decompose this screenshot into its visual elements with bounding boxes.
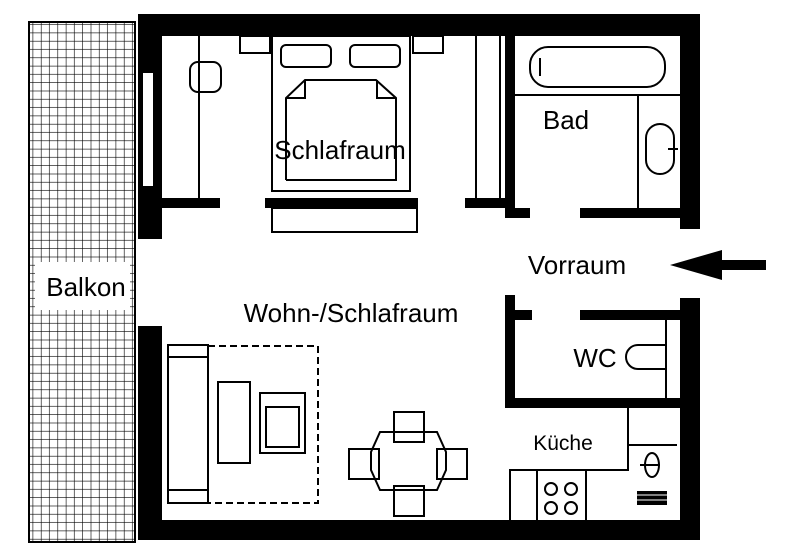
inner-walls	[160, 36, 680, 408]
kitchen-counter	[509, 408, 677, 520]
toilet-icon	[625, 320, 667, 398]
room-label-bedroom: Schlafraum	[274, 135, 406, 165]
bed-icon	[271, 35, 418, 233]
kitchen-sink-icon	[637, 452, 667, 505]
bathtub-icon	[529, 46, 666, 88]
room-label-balcony: Balkon	[46, 272, 126, 302]
coffee-table	[217, 381, 251, 464]
stove-icon	[544, 482, 578, 515]
armchair-icon	[259, 392, 306, 454]
balcony	[28, 21, 136, 543]
dining-table-icon	[348, 411, 468, 517]
room-label-toilet: WC	[573, 343, 616, 373]
room-label-kitchen: Küche	[533, 432, 593, 455]
sink-icon	[645, 123, 678, 175]
room-label-hallway: Vorraum	[528, 250, 626, 280]
sofa-icon	[167, 344, 209, 504]
wardrobe	[189, 35, 501, 198]
room-label-bathroom: Bad	[543, 105, 589, 135]
room-label-living-bedroom: Wohn-/Schlafraum	[244, 298, 459, 328]
entrance-arrow-icon	[670, 250, 766, 280]
rug	[207, 345, 319, 504]
outer-walls	[138, 14, 700, 540]
window	[143, 73, 153, 186]
